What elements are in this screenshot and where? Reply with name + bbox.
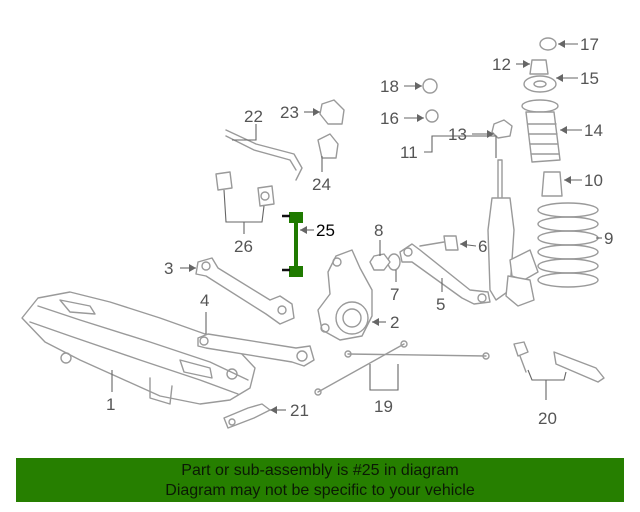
part-crossmember bbox=[21, 291, 256, 405]
callout-22: 22 bbox=[244, 107, 263, 126]
part-nut-8 bbox=[369, 253, 391, 271]
callout-14: 14 bbox=[584, 121, 603, 140]
callout-6: 6 bbox=[478, 237, 487, 256]
callout-7: 7 bbox=[390, 285, 399, 304]
part-bolt-6 bbox=[419, 235, 459, 251]
leader-lines bbox=[111, 40, 602, 414]
part-bump-stop bbox=[541, 171, 563, 197]
part-coil-spring bbox=[537, 202, 599, 288]
callout-12: 12 bbox=[492, 55, 511, 74]
callout-16: 16 bbox=[380, 109, 399, 128]
callout-3: 3 bbox=[164, 259, 173, 278]
banner-line-2: Diagram may not be specific to your vehi… bbox=[165, 482, 475, 499]
part-lower-arm bbox=[197, 333, 315, 367]
callout-19: 19 bbox=[374, 397, 393, 416]
parts-diagram: 1 2 3 4 5 6 7 8 9 10 11 12 13 14 15 16 1… bbox=[21, 35, 613, 429]
info-banner: Part or sub-assembly is #25 in diagram D… bbox=[16, 458, 624, 502]
part-bracket-21 bbox=[223, 403, 271, 429]
callout-24: 24 bbox=[312, 175, 331, 194]
callout-21: 21 bbox=[290, 401, 309, 420]
part-strut-mount-hardware bbox=[422, 37, 557, 139]
callout-23: 23 bbox=[280, 103, 299, 122]
callout-labels: 1 2 3 4 5 6 7 8 9 10 11 12 13 14 15 16 1… bbox=[106, 35, 613, 428]
callout-17: 17 bbox=[580, 35, 599, 54]
part-stabilizer-link bbox=[282, 212, 303, 277]
callout-15: 15 bbox=[580, 69, 599, 88]
part-bar-bushings bbox=[215, 99, 345, 207]
part-dust-boot bbox=[521, 99, 561, 163]
callout-13: 13 bbox=[448, 125, 467, 144]
callout-25: 25 bbox=[316, 221, 335, 240]
callout-9: 9 bbox=[604, 229, 613, 248]
part-upper-arm bbox=[195, 257, 295, 325]
callout-26: 26 bbox=[234, 237, 253, 256]
callout-11: 11 bbox=[400, 143, 418, 162]
callout-4: 4 bbox=[200, 291, 209, 310]
part-sensor-brackets bbox=[513, 341, 605, 383]
callout-5: 5 bbox=[436, 295, 445, 314]
callout-10: 10 bbox=[584, 171, 603, 190]
part-knuckle bbox=[317, 249, 373, 341]
callout-2: 2 bbox=[390, 313, 399, 332]
part-stabilizer-bar bbox=[225, 129, 303, 181]
callout-20: 20 bbox=[538, 409, 557, 428]
callout-1: 1 bbox=[106, 395, 115, 414]
banner-line-1: Part or sub-assembly is #25 in diagram bbox=[181, 462, 459, 479]
callout-18: 18 bbox=[380, 77, 399, 96]
callout-8: 8 bbox=[374, 221, 383, 240]
part-strut bbox=[487, 159, 539, 307]
part-lateral-arm bbox=[399, 243, 491, 305]
part-tie-rods bbox=[314, 340, 490, 396]
